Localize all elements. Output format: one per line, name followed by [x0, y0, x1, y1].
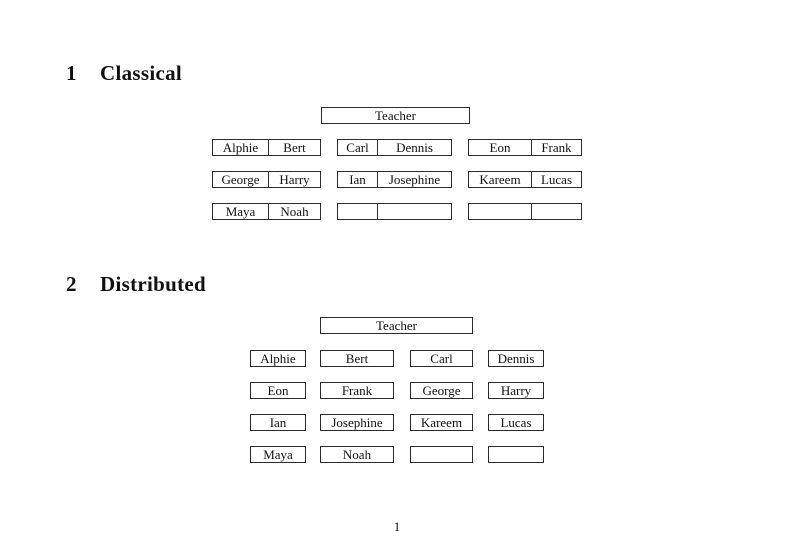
distributed-desk: Alphie — [250, 350, 306, 367]
distributed-teacher-box: Teacher — [320, 317, 473, 334]
seat-cell: Frank — [541, 140, 572, 155]
classical-desk-empty — [468, 203, 582, 220]
seat-cell — [532, 204, 581, 219]
distributed-desk: Eon — [250, 382, 306, 399]
classical-desk-empty — [337, 203, 452, 220]
section-number: 2 — [66, 272, 77, 296]
seat-cell: Dennis — [396, 140, 433, 155]
distributed-desk: George — [410, 382, 473, 399]
seat-cell — [338, 204, 378, 219]
page-number: 1 — [393, 519, 401, 534]
seat-cell: Maya — [213, 204, 269, 219]
distributed-desk: Ian — [250, 414, 306, 431]
distributed-desk: Noah — [320, 446, 394, 463]
distributed-desk-empty — [488, 446, 544, 463]
section-number: 1 — [66, 61, 77, 85]
seat-cell: Josephine — [388, 172, 441, 187]
classical-desk: Maya Noah — [212, 203, 321, 220]
classical-desk: Ian Josephine — [337, 171, 452, 188]
seat-cell: Ian — [338, 172, 378, 187]
distributed-desk: Harry — [488, 382, 544, 399]
distributed-desk: Frank — [320, 382, 394, 399]
distributed-desk: Dennis — [488, 350, 544, 367]
classical-desk: Eon Frank — [468, 139, 582, 156]
seat-cell — [378, 204, 451, 219]
section-heading-distributed: 2 Distributed — [66, 272, 206, 297]
seat-cell: Lucas — [540, 172, 573, 187]
section-heading-classical: 1 Classical — [66, 61, 182, 86]
classical-desk: Alphie Bert — [212, 139, 321, 156]
seat-cell — [469, 204, 532, 219]
seat-cell: Eon — [469, 140, 532, 155]
classical-desk: George Harry — [212, 171, 321, 188]
classical-desk: Carl Dennis — [337, 139, 452, 156]
seat-cell: Alphie — [213, 140, 269, 155]
distributed-desk: Bert — [320, 350, 394, 367]
distributed-desk: Kareem — [410, 414, 473, 431]
seat-cell: George — [213, 172, 269, 187]
seat-cell: Noah — [280, 204, 309, 219]
distributed-desk: Maya — [250, 446, 306, 463]
seat-cell: Harry — [279, 172, 310, 187]
distributed-desk-empty — [410, 446, 473, 463]
classical-teacher-box: Teacher — [321, 107, 470, 124]
section-title: Distributed — [100, 272, 206, 296]
classical-desk: Kareem Lucas — [468, 171, 582, 188]
seat-cell: Bert — [283, 140, 306, 155]
distributed-desk: Carl — [410, 350, 473, 367]
distributed-desk: Lucas — [488, 414, 544, 431]
seat-cell: Kareem — [469, 172, 532, 187]
section-title: Classical — [100, 61, 183, 85]
seat-cell: Carl — [338, 140, 378, 155]
distributed-desk: Josephine — [320, 414, 394, 431]
